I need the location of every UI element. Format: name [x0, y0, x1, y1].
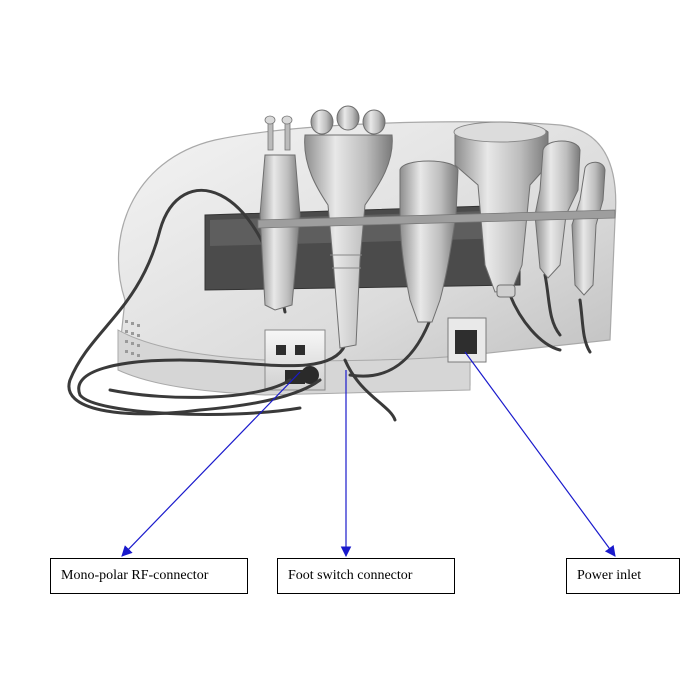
- handpiece-4: [453, 121, 549, 298]
- leader-line-power: [464, 351, 616, 557]
- label-text-foot: Foot switch connector: [288, 568, 413, 583]
- label-text-rf: Mono-polar RF-connector: [61, 568, 209, 583]
- handpiece-3: [399, 160, 459, 323]
- cables: [67, 188, 592, 422]
- handpiece-5: [534, 140, 581, 279]
- label-mono-polar-rf-connector: Mono-polar RF-connector: [50, 558, 248, 594]
- label-text-power: Power inlet: [577, 568, 642, 583]
- handpiece-6: [571, 161, 606, 296]
- label-power-inlet: Power inlet: [566, 558, 680, 594]
- handpieces: [257, 105, 616, 349]
- leader-line-rf: [121, 371, 301, 557]
- handpiece-2: [304, 105, 393, 349]
- handpiece-1: [259, 115, 301, 311]
- label-foot-switch-connector: Foot switch connector: [277, 558, 455, 594]
- vent-grid: [125, 320, 140, 357]
- leader-lines: [121, 351, 616, 558]
